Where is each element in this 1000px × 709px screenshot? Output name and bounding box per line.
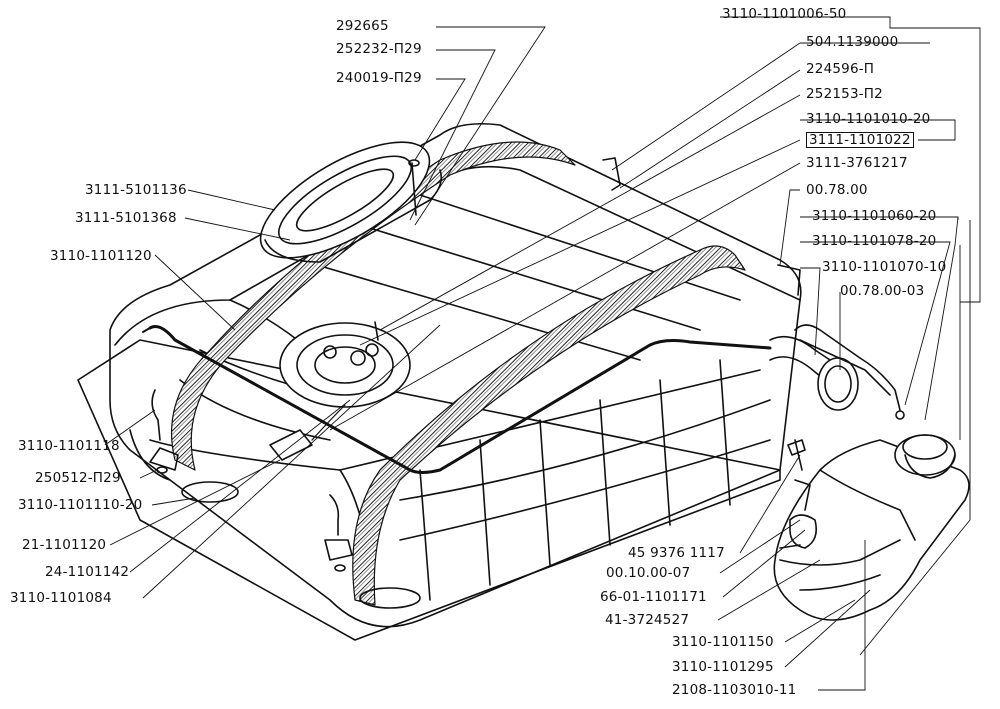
label-3111-5101368: 3111-5101368 [75,210,177,226]
fuel-pipe [148,325,772,474]
label-3110-1101006-50: 3110-1101006-50 [722,6,847,22]
label-224596-p: 224596-П [806,61,875,77]
label-00-10-00-07: 00.10.00-07 [606,565,691,581]
label-2108-1103010-11: 2108-1103010-11 [672,682,797,698]
label-292665: 292665 [336,18,389,34]
label-21-1101120: 21-1101120 [22,537,107,553]
label-3110-1101120-top: 3110-1101120 [50,248,152,264]
label-3111-1101022: 3111-1101022 [806,132,914,148]
access-cover [259,141,431,259]
label-3110-1101060-20: 3110-1101060-20 [812,208,937,224]
label-504-1139000: 504.1139000 [806,34,899,50]
label-3110-1101078-20: 3110-1101078-20 [812,233,937,249]
label-3110-1101118: 3110-1101118 [18,438,120,454]
tank-front-edge [149,369,761,471]
label-3110-1101010-20: 3110-1101010-20 [806,111,931,127]
label-24-1101142: 24-1101142 [45,564,130,580]
label-41-3724527: 41-3724527 [605,612,690,628]
tank-base-flange [77,339,781,641]
fuel-sender [279,322,411,408]
strap-right [352,245,746,606]
filler-cap [894,434,956,476]
tank-body [109,122,802,628]
label-45-9376-1117: 45 9376 1117 [628,545,725,561]
label-00-78-00: 00.78.00 [806,182,868,198]
label-3111-5101136: 3111-5101136 [85,182,187,198]
label-250512-p29: 250512-П29 [35,470,121,486]
label-3110-1101150: 3110-1101150 [672,634,774,650]
label-252153-p2: 252153-П2 [806,86,883,102]
label-3110-1101295: 3110-1101295 [672,659,774,675]
label-3110-1101084: 3110-1101084 [10,590,112,606]
label-66-01-1101171: 66-01-1101171 [600,589,707,605]
label-3110-1101110-20: 3110-1101110-20 [18,497,143,513]
label-240019-p29: 240019-П29 [336,70,422,86]
label-00-78-00-03: 00.78.00-03 [840,283,925,299]
label-3111-3761217: 3111-3761217 [806,155,908,171]
label-252232-p29: 252232-П29 [336,41,422,57]
label-3110-1101070-10: 3110-1101070-10 [822,259,947,275]
